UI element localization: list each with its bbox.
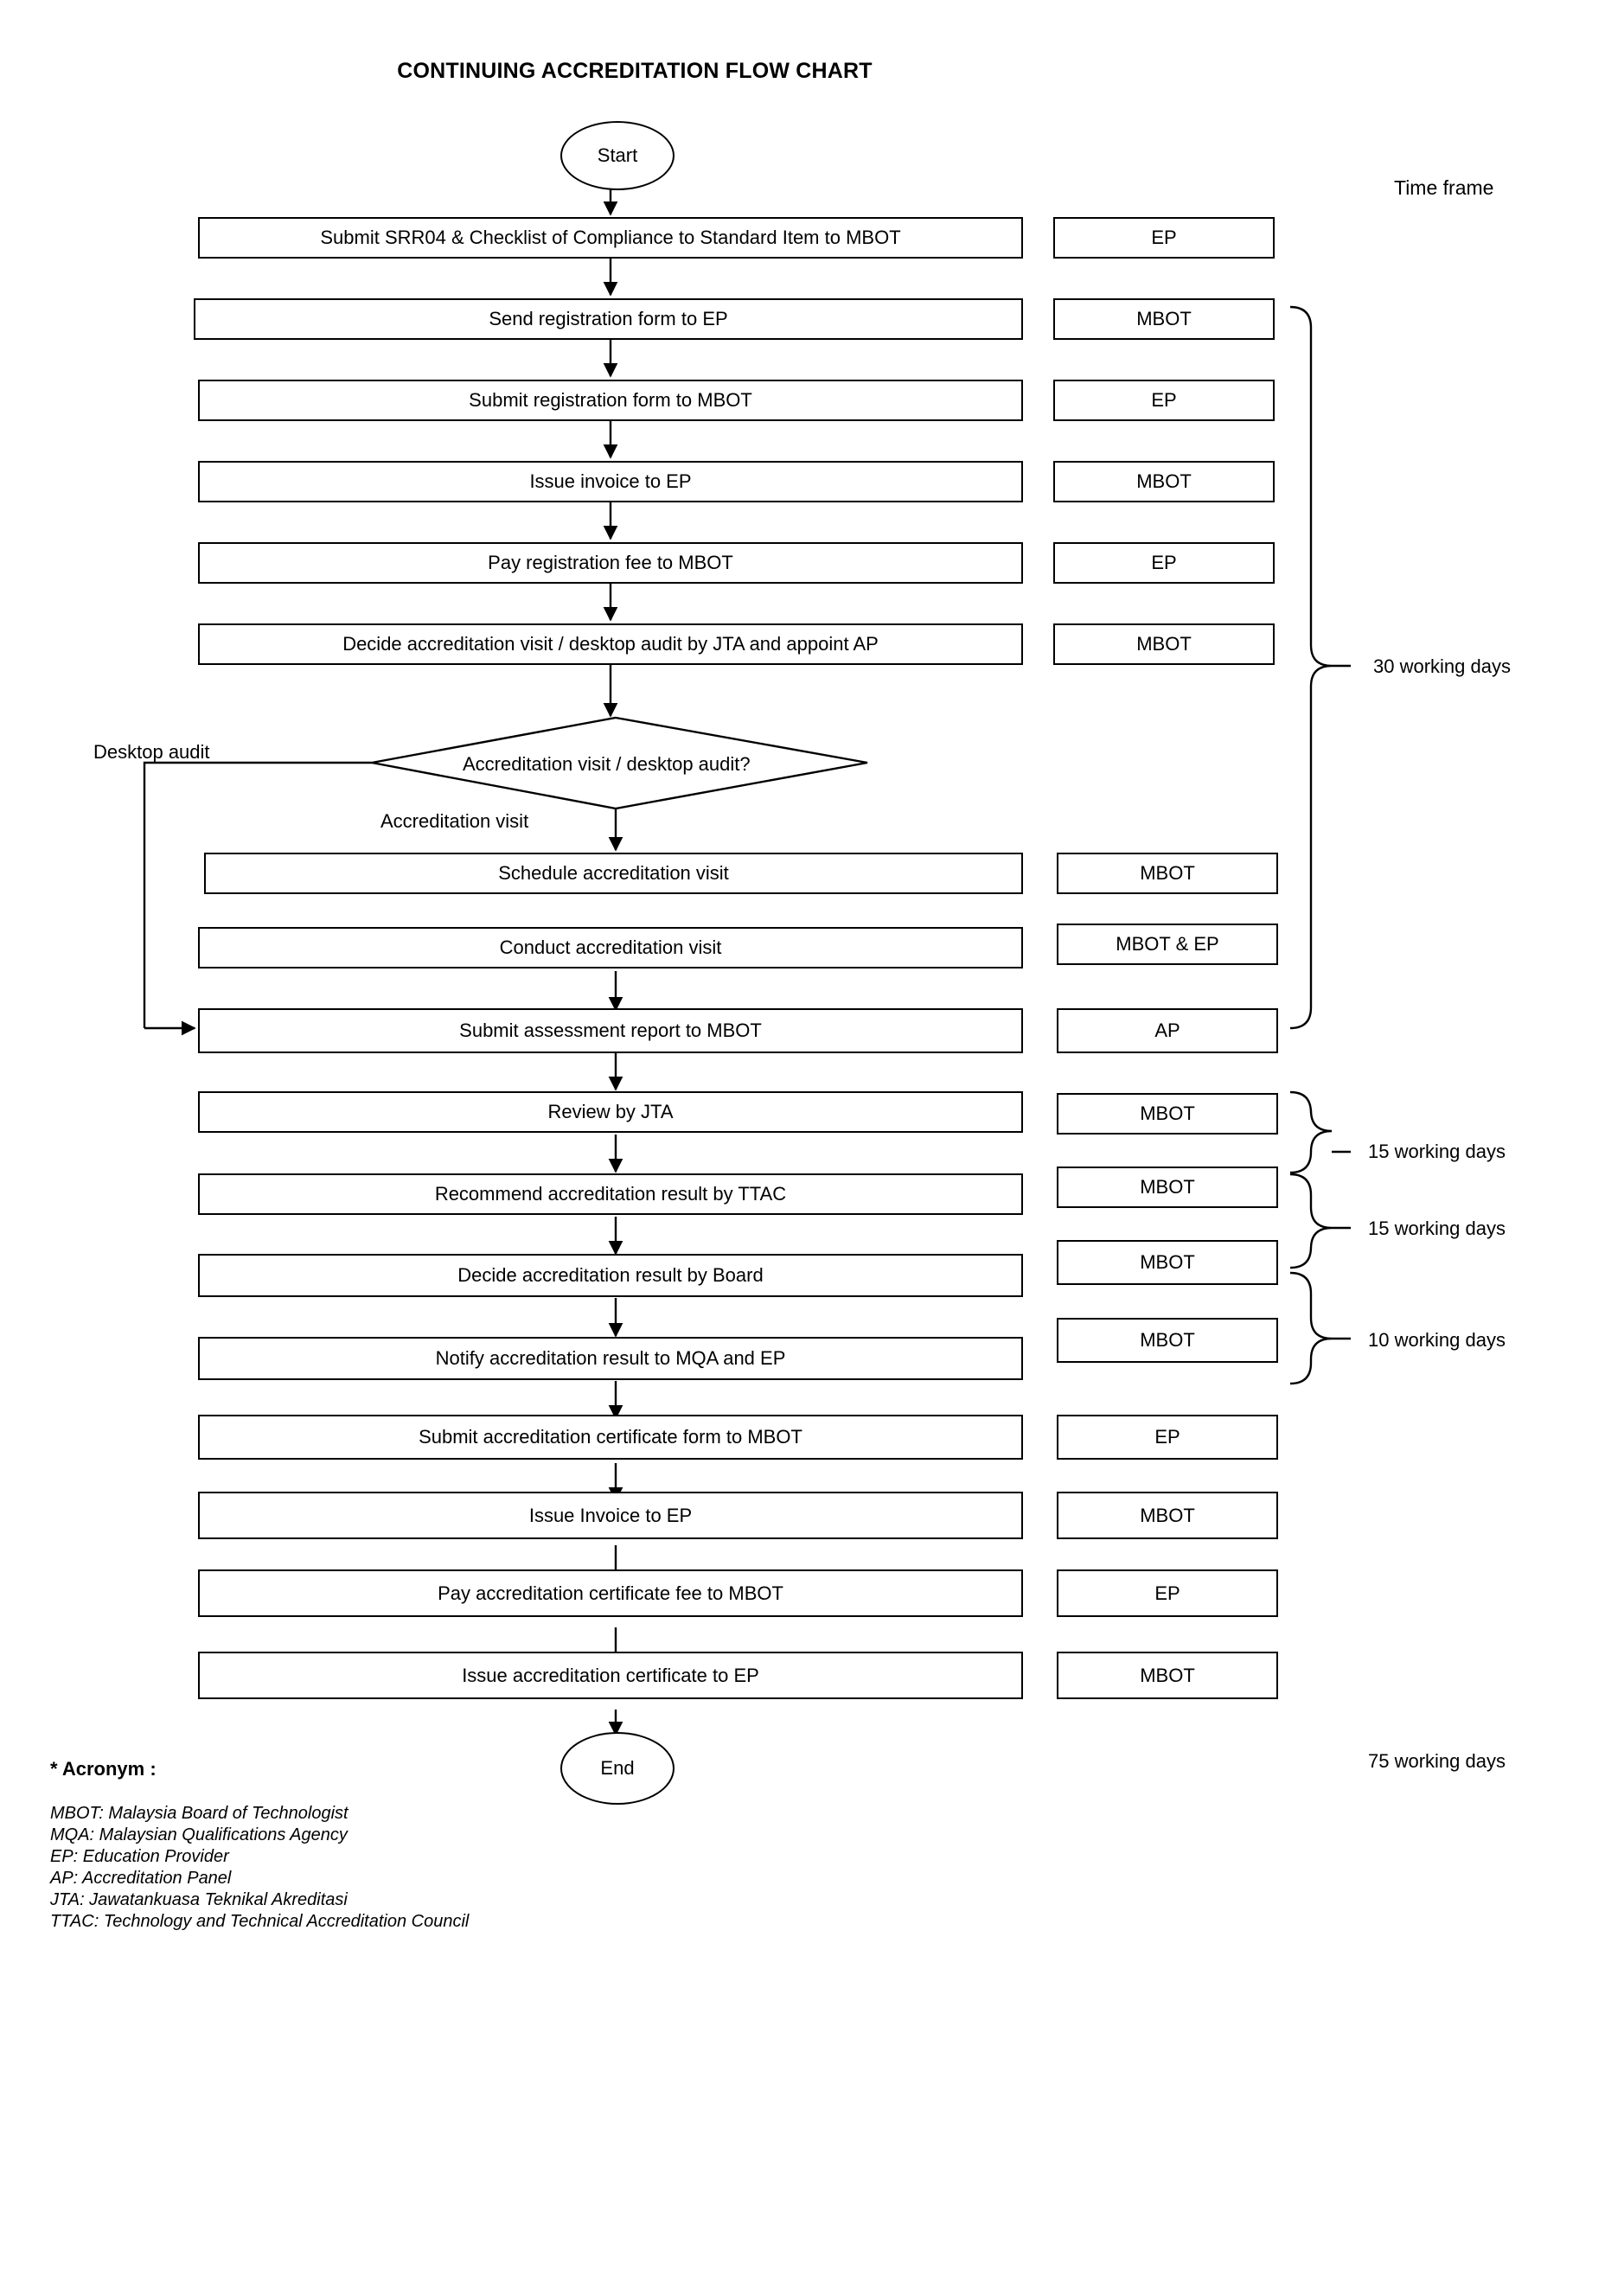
end-label: End [600, 1757, 635, 1779]
process-box: Submit SRR04 & Checklist of Compliance t… [198, 217, 1023, 259]
page-title-text: CONTINUING ACCREDITATION FLOW CHART [397, 59, 873, 83]
actor-box: AP [1057, 1008, 1278, 1053]
total-timeframe-label: 75 working days [1368, 1750, 1506, 1772]
actor-box: MBOT [1057, 1167, 1278, 1208]
process-box: Issue invoice to EP [198, 461, 1023, 502]
decision-branch-accreditation-visit: Accreditation visit [380, 810, 529, 832]
acronym-item: MBOT: Malaysia Board of Technologist [50, 1804, 348, 1823]
actor-box: MBOT & EP [1057, 924, 1278, 965]
process-box: Recommend accreditation result by TTAC [198, 1173, 1023, 1215]
process-box: Pay registration fee to MBOT [198, 542, 1023, 584]
start-terminator: Start [560, 121, 675, 190]
actor-box: EP [1057, 1415, 1278, 1460]
acronym-heading: * Acronym : [50, 1758, 157, 1780]
desktop-audit-path [143, 761, 372, 1036]
actor-box: MBOT [1057, 1652, 1278, 1699]
actor-box: MBOT [1057, 1318, 1278, 1363]
page-title: CONTINUING ACCREDITATION FLOW CHART [0, 59, 1624, 84]
process-box: Submit accreditation certificate form to… [198, 1415, 1023, 1460]
actor-box: MBOT [1057, 1093, 1278, 1135]
actor-box: MBOT [1053, 461, 1275, 502]
actor-box: EP [1053, 217, 1275, 259]
timeframe-label: 15 working days [1368, 1141, 1506, 1162]
timeframe-label: 30 working days [1373, 655, 1511, 677]
process-box: Issue Invoice to EP [198, 1492, 1023, 1539]
actor-box: EP [1053, 380, 1275, 421]
timeframe-label: 15 working days [1368, 1218, 1506, 1239]
timeframe-brackets [1289, 305, 1351, 1385]
process-box: Issue accreditation certificate to EP [198, 1652, 1023, 1699]
actor-box: MBOT [1057, 1492, 1278, 1539]
acronym-item: TTAC: Technology and Technical Accredita… [50, 1912, 470, 1931]
actor-box: MBOT [1057, 1240, 1278, 1285]
acronym-item: EP: Education Provider [50, 1847, 229, 1866]
acronym-item: JTA: Jawatankuasa Teknikal Akreditasi [50, 1890, 348, 1909]
acronym-list: MBOT: Malaysia Board of Technologist MQA… [50, 1803, 469, 1933]
process-box: Conduct accreditation visit [198, 927, 1023, 968]
actor-box: EP [1057, 1569, 1278, 1617]
timeframe-header: Time frame [1394, 176, 1494, 199]
process-box: Schedule accreditation visit [204, 853, 1023, 894]
process-box: Submit assessment report to MBOT [198, 1008, 1023, 1053]
process-box: Send registration form to EP [194, 298, 1023, 340]
timeframe-label: 10 working days [1368, 1329, 1506, 1351]
process-box: Notify accreditation result to MQA and E… [198, 1337, 1023, 1380]
process-box: Decide accreditation visit / desktop aud… [198, 623, 1023, 665]
end-terminator: End [560, 1732, 675, 1805]
decision-label: Accreditation visit / desktop audit? [463, 753, 751, 775]
process-box: Submit registration form to MBOT [198, 380, 1023, 421]
acronym-item: MQA: Malaysian Qualifications Agency [50, 1825, 348, 1844]
actor-box: MBOT [1053, 298, 1275, 340]
process-box: Review by JTA [198, 1091, 1023, 1133]
actor-box: MBOT [1053, 623, 1275, 665]
start-label: Start [597, 144, 638, 166]
decision-branch-desktop-audit: Desktop audit [93, 741, 210, 763]
process-box: Decide accreditation result by Board [198, 1254, 1023, 1297]
actor-box: EP [1053, 542, 1275, 584]
actor-box: MBOT [1057, 853, 1278, 894]
acronym-item: AP: Accreditation Panel [50, 1869, 232, 1888]
process-box: Pay accreditation certificate fee to MBO… [198, 1569, 1023, 1617]
